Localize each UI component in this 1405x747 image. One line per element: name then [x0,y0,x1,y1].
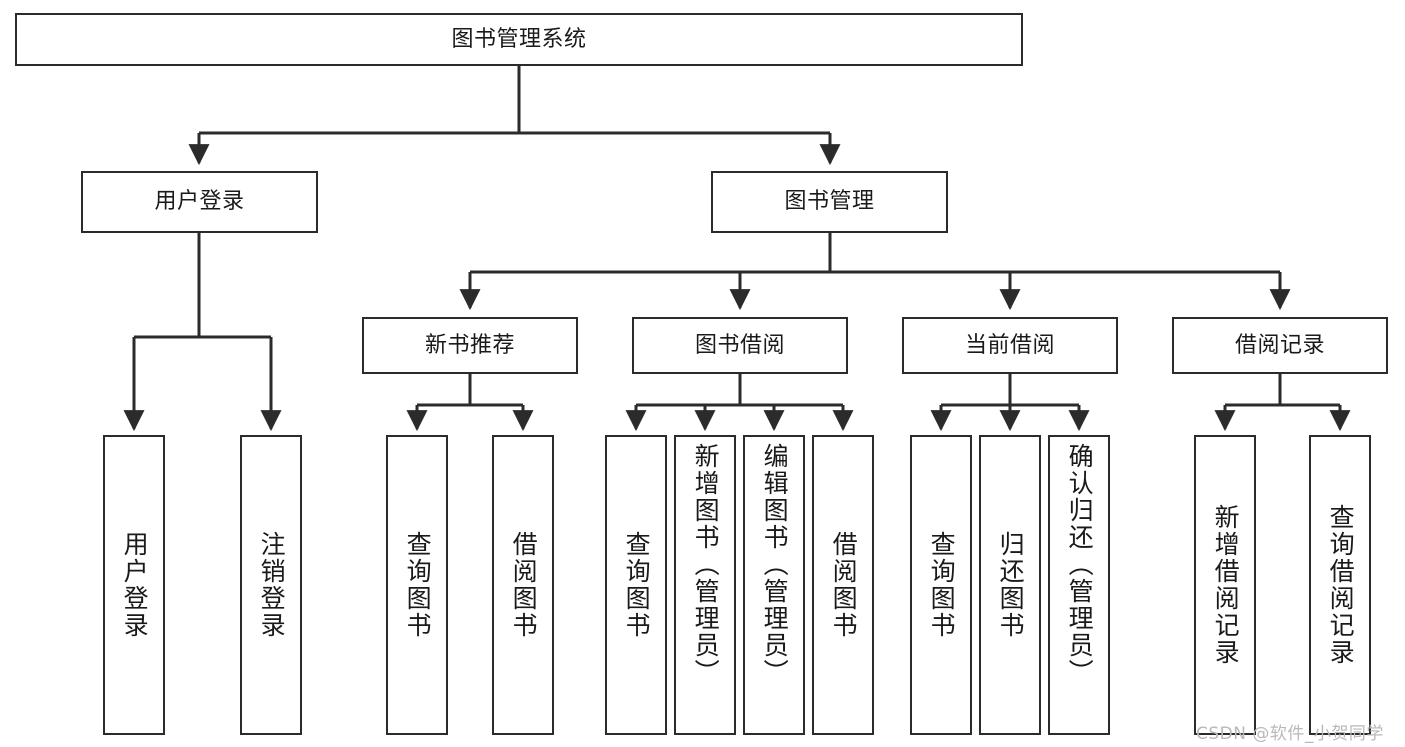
leaf-borrow-edit-book-admin[interactable]: 编辑图书（管理员） [743,435,805,735]
node-borrow-record[interactable]: 借阅记录 [1172,317,1388,374]
node-book-management[interactable]: 图书管理 [711,171,948,233]
leaf-record-query-record-label: 查询借阅记录 [1326,504,1356,666]
leaf-borrow-add-book-admin-label: 新增图书（管理员） [691,443,721,686]
leaf-recommend-borrow-book-label: 借阅图书 [509,531,539,639]
leaf-user-login-signin[interactable]: 用户登录 [103,435,165,735]
leaf-recommend-query-book[interactable]: 查询图书 [386,435,448,735]
node-current-borrow-label: 当前借阅 [964,332,1055,358]
node-new-book-recommend[interactable]: 新书推荐 [362,317,578,374]
leaf-borrow-query-book-label: 查询图书 [622,531,652,639]
node-root-library-system[interactable]: 图书管理系统 [15,13,1023,66]
node-book-borrow-label: 图书借阅 [694,332,785,358]
node-current-borrow[interactable]: 当前借阅 [902,317,1118,374]
leaf-current-return-book-label: 归还图书 [996,531,1026,639]
node-book-management-label: 图书管理 [784,189,875,214]
leaf-current-query-book[interactable]: 查询图书 [910,435,972,735]
node-book-borrow[interactable]: 图书借阅 [632,317,848,374]
leaf-record-add-record[interactable]: 新增借阅记录 [1194,435,1256,735]
leaf-user-login-signin-label: 用户登录 [120,531,150,639]
leaf-borrow-borrow-book-label: 借阅图书 [829,531,859,639]
leaf-borrow-add-book-admin[interactable]: 新增图书（管理员） [674,435,736,735]
leaf-current-return-book[interactable]: 归还图书 [979,435,1041,735]
leaf-borrow-borrow-book[interactable]: 借阅图书 [812,435,874,735]
leaf-user-login-signout-label: 注销登录 [257,531,287,639]
leaf-recommend-query-book-label: 查询图书 [403,531,433,639]
leaf-current-confirm-return-admin-label: 确认归还（管理员） [1065,443,1095,686]
node-user-login[interactable]: 用户登录 [81,171,318,233]
node-root-label: 图书管理系统 [451,26,587,52]
leaf-recommend-borrow-book[interactable]: 借阅图书 [492,435,554,735]
csdn-watermark: CSDN @软件_小贺同学 [1196,724,1384,744]
leaf-borrow-query-book[interactable]: 查询图书 [605,435,667,735]
leaf-record-add-record-label: 新增借阅记录 [1211,504,1241,666]
leaf-borrow-edit-book-admin-label: 编辑图书（管理员） [760,443,790,686]
node-new-book-recommend-label: 新书推荐 [424,332,515,358]
node-borrow-record-label: 借阅记录 [1234,332,1325,358]
leaf-current-confirm-return-admin[interactable]: 确认归还（管理员） [1048,435,1110,735]
leaf-record-query-record[interactable]: 查询借阅记录 [1309,435,1371,735]
leaf-user-login-signout[interactable]: 注销登录 [240,435,302,735]
leaf-current-query-book-label: 查询图书 [927,531,957,639]
node-user-login-label: 用户登录 [154,189,245,214]
